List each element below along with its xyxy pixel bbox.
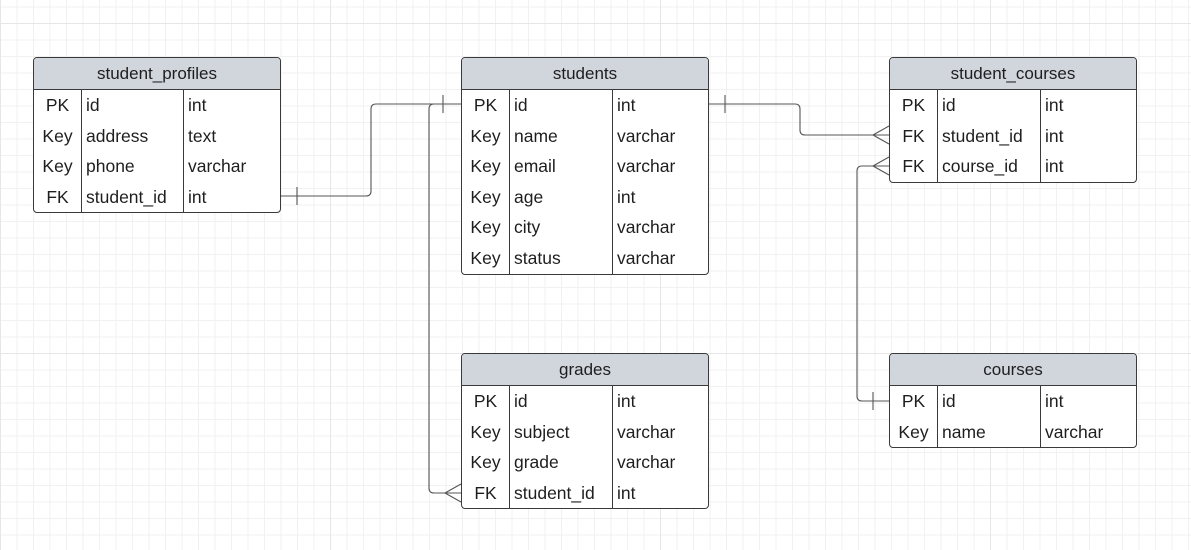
key-cell: FK <box>34 181 82 213</box>
column-type: int <box>617 95 636 115</box>
column-type: int <box>617 186 636 207</box>
column-name: status <box>510 242 613 274</box>
column-type: varchar <box>617 217 676 238</box>
rel-students-grades[interactable] <box>428 103 462 503</box>
key-cell: FK <box>890 120 938 152</box>
column-name: id <box>510 90 613 121</box>
entity-title: grades <box>462 354 708 386</box>
column-type: int <box>188 95 207 115</box>
column-type: int <box>188 186 207 207</box>
entity-title: student_profiles <box>34 58 280 90</box>
key-cell: PK <box>462 386 510 417</box>
column-name: address <box>82 120 184 152</box>
key-cell: FK <box>890 151 938 182</box>
column-type: int <box>1045 391 1064 411</box>
key-cell: PK <box>462 90 510 121</box>
rel-students-student-courses[interactable] <box>709 95 890 145</box>
key-cell: Key <box>462 120 510 152</box>
column-type: int <box>1045 95 1064 115</box>
column-name: id <box>938 90 1041 121</box>
column-name: student_id <box>938 120 1041 152</box>
column-name: email <box>510 151 613 182</box>
key-cell: Key <box>462 416 510 448</box>
column-name: student_id <box>82 181 184 213</box>
column-name: id <box>82 90 184 121</box>
key-cell: Key <box>462 181 510 213</box>
column-type: varchar <box>617 156 676 177</box>
key-cell: FK <box>462 477 510 509</box>
column-name: id <box>510 386 613 417</box>
key-cell: Key <box>462 212 510 243</box>
column-name: name <box>510 120 613 152</box>
column-type: varchar <box>617 452 676 473</box>
column-type: varchar <box>617 247 676 268</box>
column-name: subject <box>510 416 613 448</box>
column-type: text <box>188 125 217 146</box>
key-cell: Key <box>890 416 938 448</box>
column-name: name <box>938 416 1041 448</box>
column-type: int <box>1045 156 1064 177</box>
column-name: grade <box>510 447 613 478</box>
entity-title: students <box>462 58 708 90</box>
column-type: int <box>1045 125 1064 146</box>
key-cell: Key <box>462 151 510 182</box>
column-name: city <box>510 212 613 243</box>
column-type: int <box>617 482 636 503</box>
column-type: varchar <box>1045 421 1104 442</box>
column-name: student_id <box>510 477 613 509</box>
key-cell: Key <box>462 242 510 274</box>
entity-title: student_courses <box>890 58 1136 90</box>
key-cell: PK <box>890 386 938 417</box>
column-name: phone <box>82 151 184 182</box>
key-cell: Key <box>34 151 82 182</box>
rel-student-profiles-students[interactable] <box>281 95 461 205</box>
column-name: id <box>938 386 1041 417</box>
column-type: varchar <box>617 125 676 146</box>
key-cell: Key <box>462 447 510 478</box>
key-cell: Key <box>34 120 82 152</box>
column-name: age <box>510 181 613 213</box>
column-name: course_id <box>938 151 1041 182</box>
key-cell: PK <box>890 90 938 121</box>
column-type: varchar <box>188 156 247 177</box>
key-cell: PK <box>34 90 82 121</box>
column-type: varchar <box>617 421 676 442</box>
entity-title: courses <box>890 354 1136 386</box>
rel-courses-student-courses[interactable] <box>856 156 890 410</box>
column-type: int <box>617 391 636 411</box>
